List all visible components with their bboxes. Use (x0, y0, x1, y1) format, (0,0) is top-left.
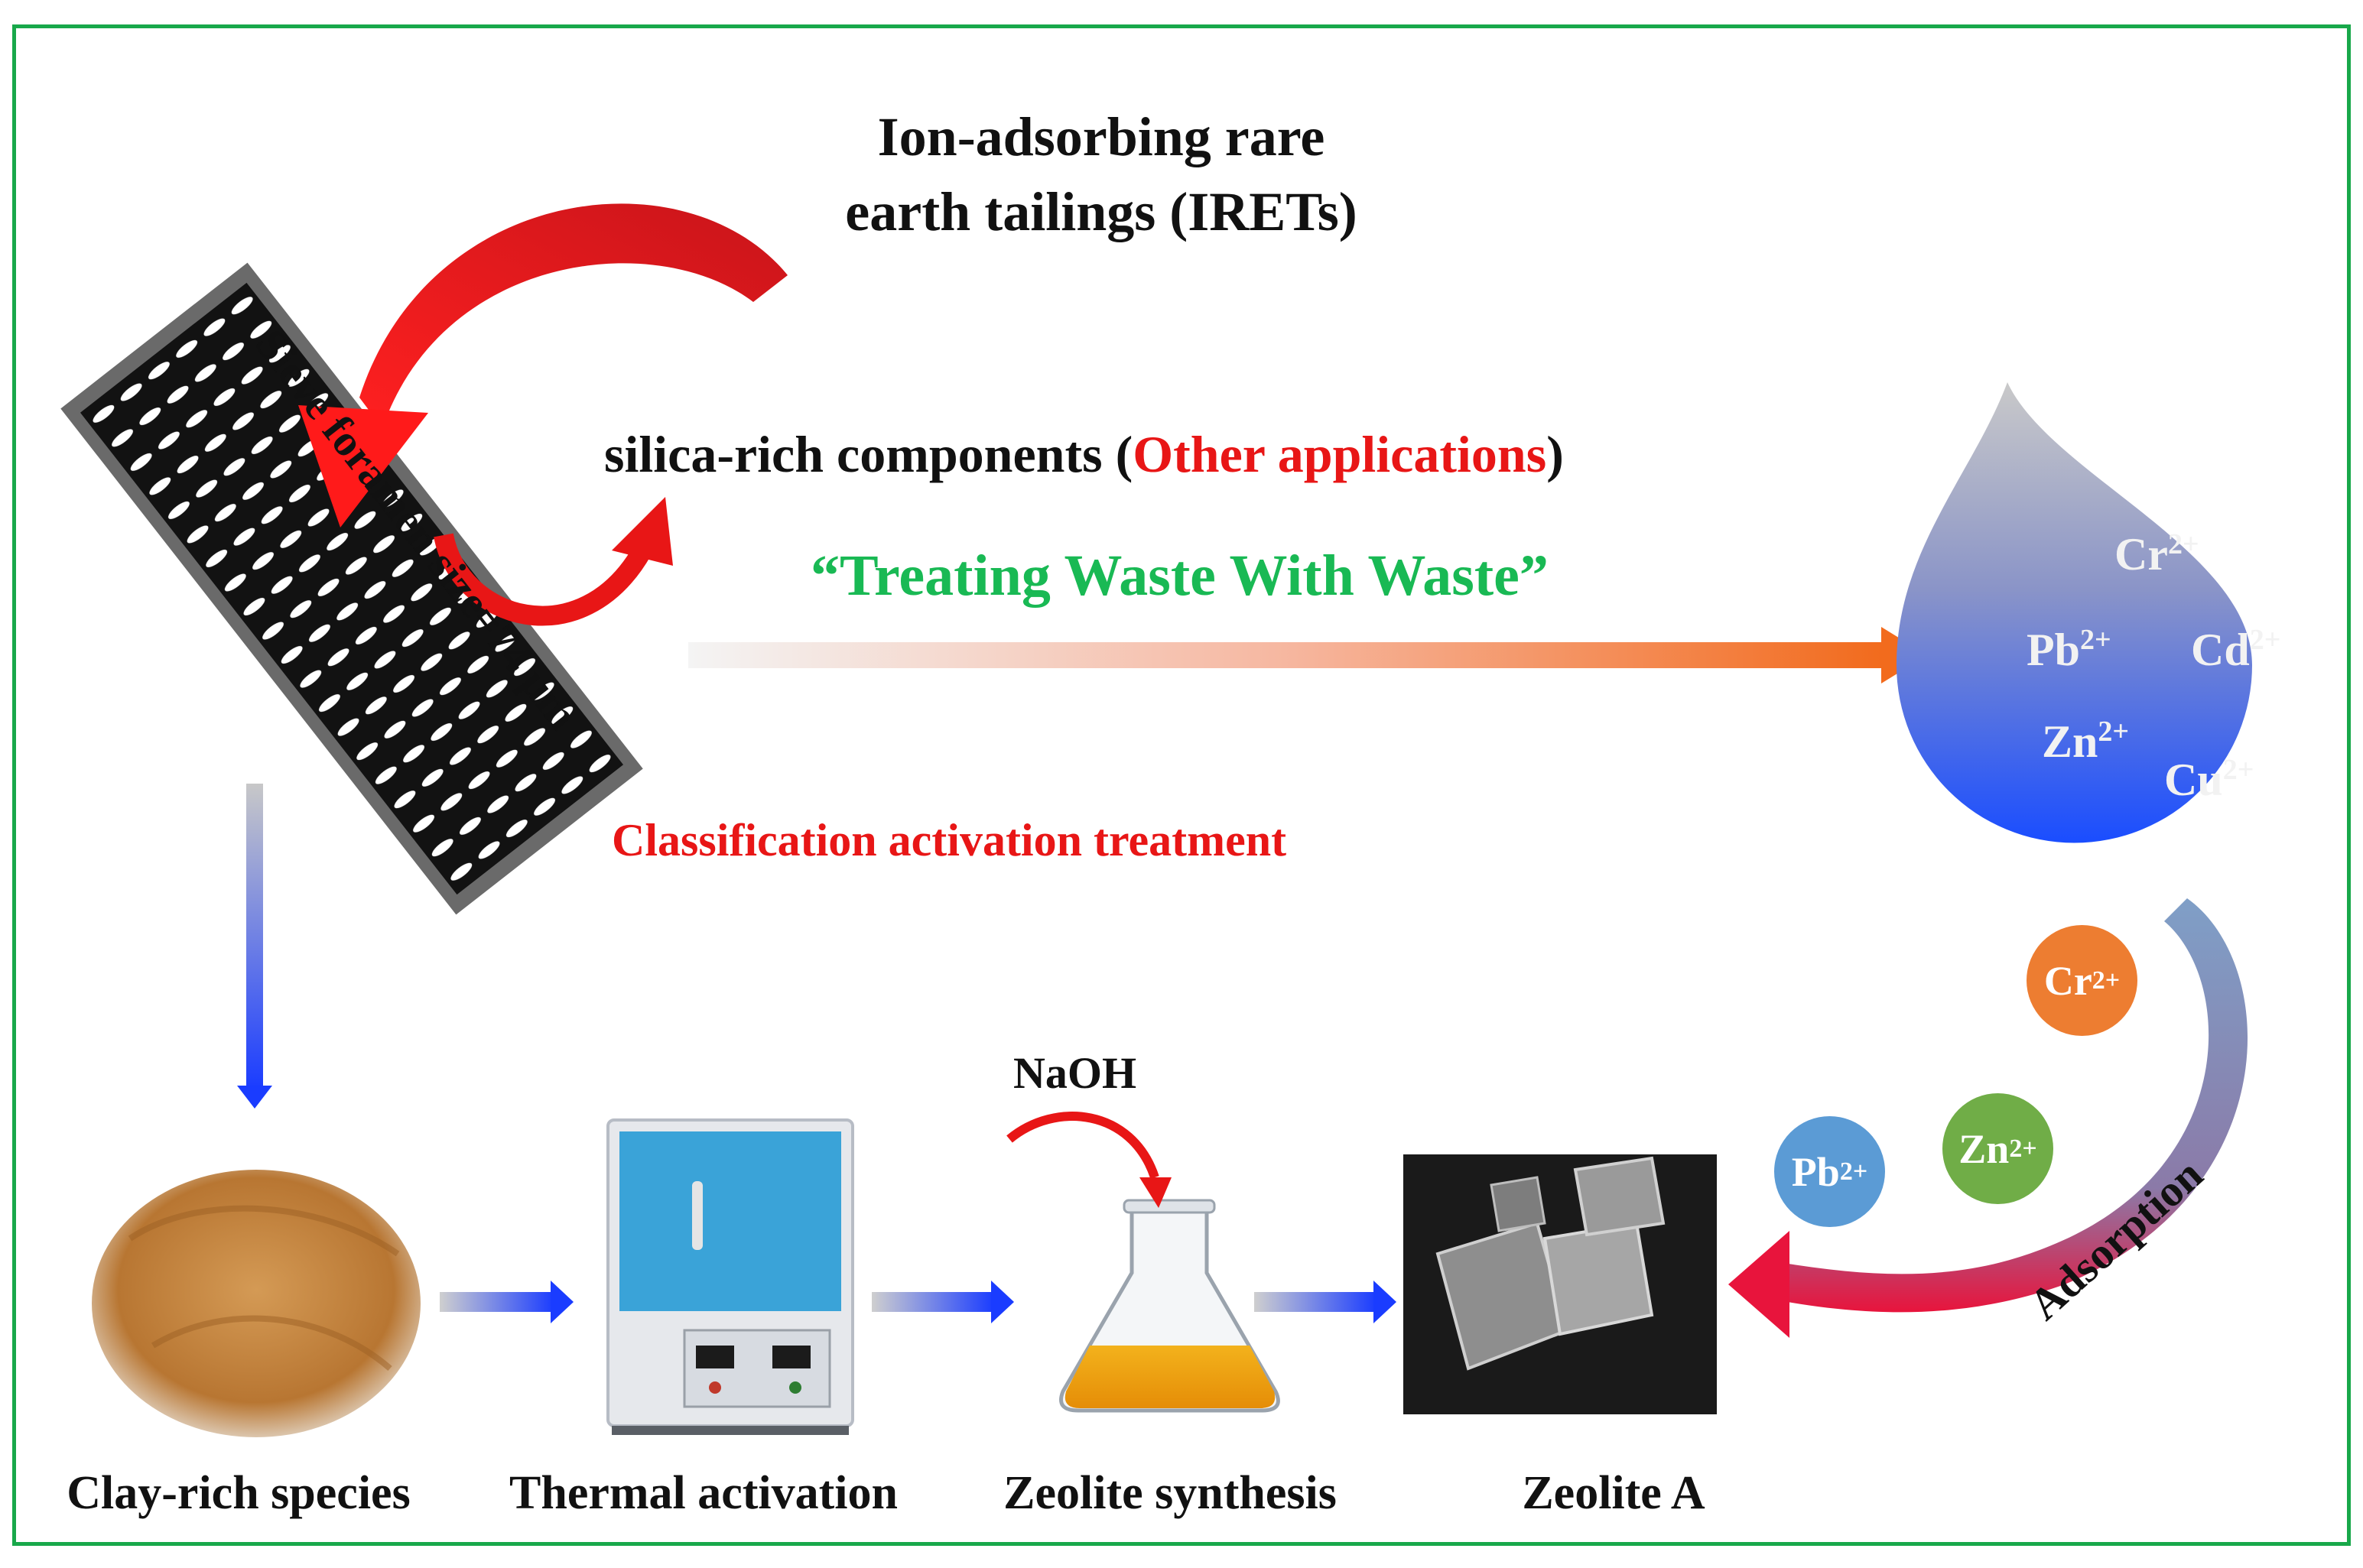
droplet-ion-pb: Pb2+ (2027, 624, 2111, 675)
red-arrow-head (298, 405, 428, 528)
small-red-arrow (434, 533, 652, 626)
down-arrow (246, 784, 263, 1089)
droplet-ion-cd: Cd2+ (2191, 624, 2281, 675)
step-caption-clay: Clay-rich species (67, 1467, 411, 1519)
iret-title: Ion-adsorbing rare earth tailings (IRETs… (795, 99, 1407, 249)
green-frame (12, 24, 2351, 1546)
naoh-arrow (1006, 1112, 1159, 1179)
wastewater-droplet (1897, 382, 2252, 843)
droplet-ion-zn: Zn2+ (2042, 716, 2130, 767)
droplet-ion-cr: Cr2+ (2114, 528, 2199, 579)
process-arrow-2-head (991, 1281, 1014, 1323)
step-caption-thermal: Thermal activation (509, 1467, 898, 1519)
silica-label: silica-rich components (Other applicatio… (604, 424, 1564, 485)
step-caption-synthesis: Zeolite synthesis (1003, 1467, 1337, 1519)
naoh-label: NaOH (1013, 1048, 1137, 1098)
zeolite-sem-image (1403, 1154, 1717, 1414)
silica-suffix: ) (1546, 425, 1564, 483)
process-arrow-1-head (551, 1281, 574, 1323)
process-arrow-1 (440, 1292, 554, 1312)
slogan: “Treating Waste With Waste” (811, 544, 1549, 608)
droplet-ion-cu: Cu2+ (2164, 754, 2254, 805)
clay-powder-image (92, 1162, 421, 1453)
red-curved-arrow (359, 203, 788, 428)
silica-highlight: Other applications (1133, 425, 1547, 483)
muffle-furnace-image (606, 1118, 854, 1435)
adsorption-arrow-head (1728, 1231, 1789, 1338)
small-red-arrow-head (612, 497, 673, 566)
process-arrow-3-head (1373, 1281, 1396, 1323)
conical-flask-image (1059, 1199, 1280, 1413)
silica-prefix: silica-rich components ( (604, 425, 1133, 483)
naoh-arrow-head (1139, 1177, 1172, 1208)
iret-title-line2: earth tailings (IRETs) (845, 181, 1357, 242)
down-arrow-head (237, 1086, 272, 1109)
iret-title-line1: Ion-adsorbing rare (877, 106, 1325, 167)
classification-label: Classification activation treatment (612, 815, 1287, 865)
treatment-arrow (688, 642, 1881, 668)
process-arrow-3 (1254, 1292, 1377, 1312)
adsorption-arrow (1774, 898, 2248, 1313)
step-caption-zeolite: Zeolite A (1522, 1467, 1705, 1519)
sieve-mesh (60, 262, 643, 915)
process-arrow-2 (872, 1292, 994, 1312)
